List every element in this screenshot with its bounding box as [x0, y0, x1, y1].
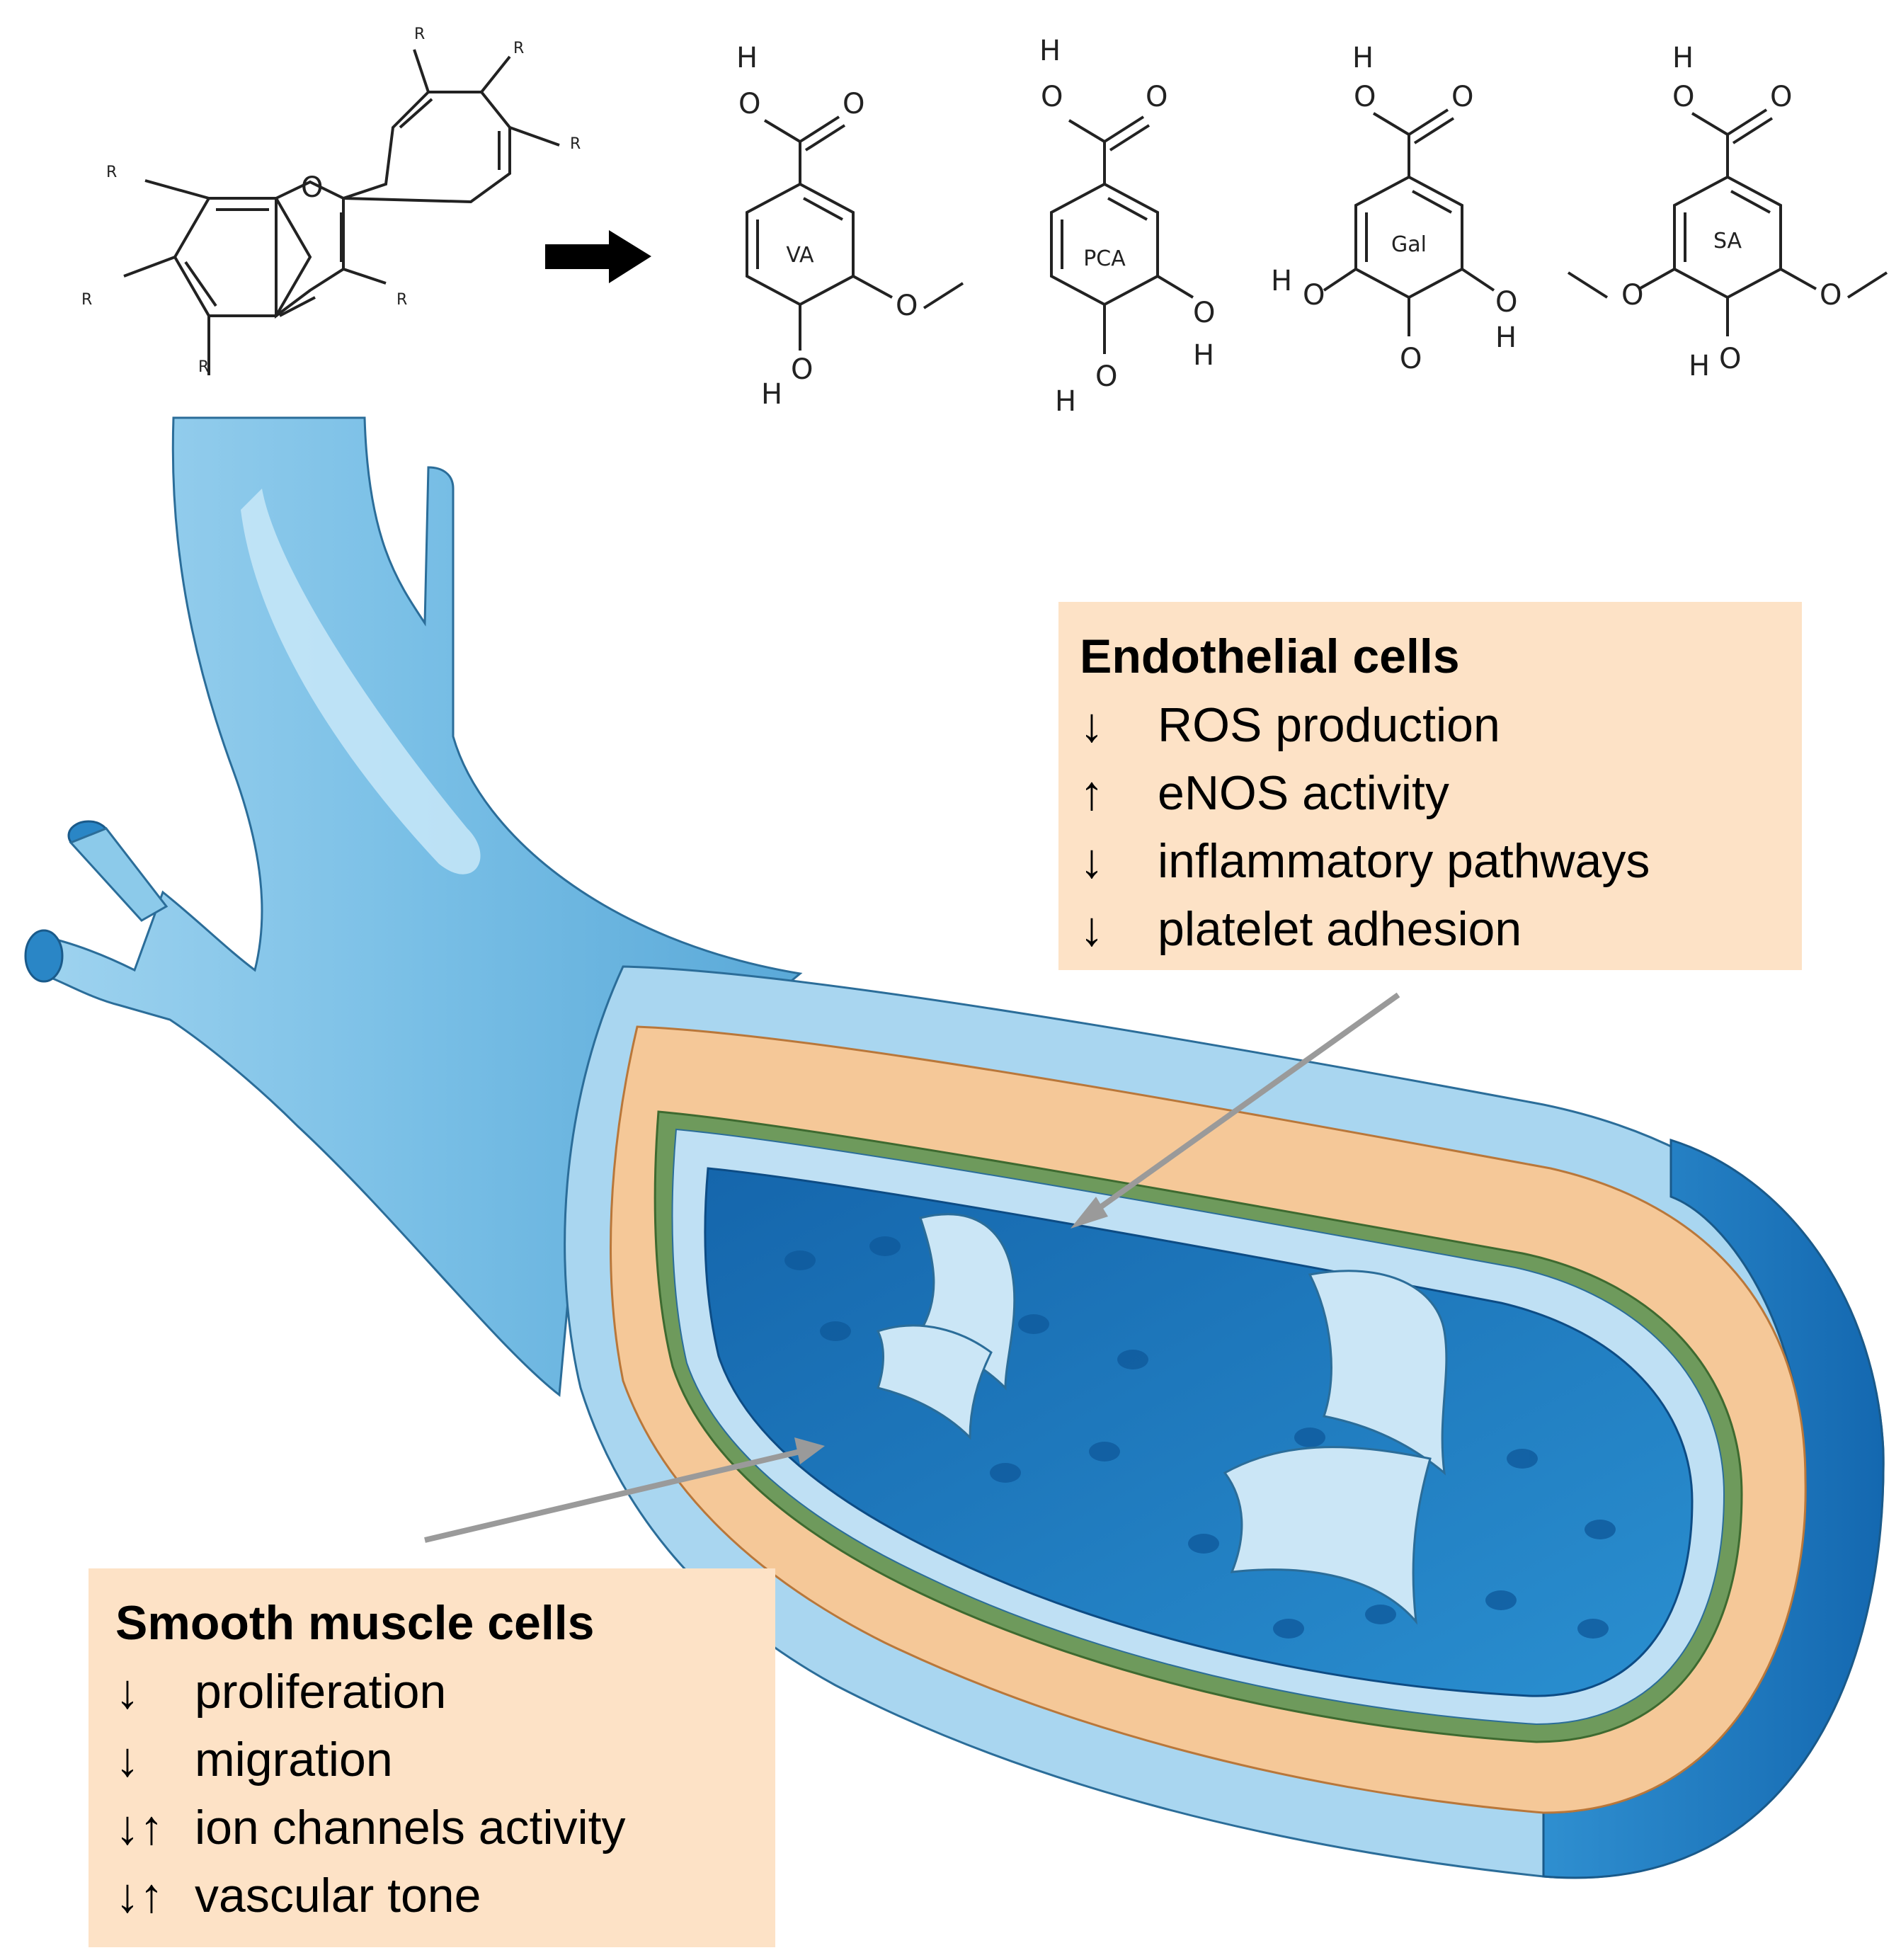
- methoxy-oxygen: O: [1621, 279, 1643, 312]
- hydroxyl-hydrogen: H: [1193, 339, 1214, 372]
- endothelial-effects-box: Endothelial cells ↓ ROS production ↑ eNO…: [1058, 602, 1802, 970]
- effect-text: vascular tone: [195, 1869, 481, 1922]
- hydroxyl-hydrogen: H: [1352, 42, 1374, 74]
- effect-text: inflammatory pathways: [1158, 834, 1650, 888]
- ring-oxygen: O: [301, 171, 323, 204]
- hydroxyl-oxygen: O: [738, 88, 760, 120]
- hydroxyl-hydrogen: H: [1039, 35, 1061, 67]
- venous-valve: [876, 1213, 1448, 1625]
- r-group-label: R: [81, 291, 92, 309]
- compound-sa-label: SA: [1713, 229, 1742, 253]
- down-arrow: ↓: [1080, 902, 1104, 956]
- compound-gal-label: Gal: [1391, 232, 1427, 257]
- side-branch: [69, 827, 169, 922]
- endothelial-title: Endothelial cells: [1080, 629, 1460, 683]
- r-group-label: R: [106, 164, 117, 181]
- carbonyl-oxygen: O: [1770, 81, 1792, 113]
- down-up-arrow: ↓↑: [115, 1869, 164, 1922]
- hydroxyl-oxygen: O: [1354, 81, 1376, 113]
- hydroxyl-hydrogen: H: [1689, 350, 1710, 382]
- up-arrow: ↑: [1080, 766, 1104, 820]
- hydroxyl-oxygen: O: [1672, 81, 1694, 113]
- effect-text: eNOS activity: [1158, 766, 1449, 820]
- hydroxyl-oxygen: O: [1095, 360, 1117, 393]
- endothelial-cell-nuclei: [784, 1236, 1616, 1639]
- anthocyanin-labels: O R R R R R R R: [81, 25, 581, 376]
- hydroxyl-hydrogen: H: [736, 42, 758, 74]
- methoxy-oxygen: O: [1820, 279, 1842, 312]
- effect-text: proliferation: [195, 1665, 447, 1719]
- hydroxyl-oxygen: O: [1719, 343, 1741, 375]
- side-branch-opening: [24, 929, 64, 983]
- gal-structure: [1323, 108, 1495, 336]
- down-arrow: ↓: [1080, 834, 1104, 888]
- hydroxyl-hydrogen: H: [1495, 321, 1517, 354]
- carbonyl-oxygen: O: [1146, 81, 1168, 113]
- effect-text: ion channels activity: [195, 1801, 626, 1854]
- pca-structure: [1050, 115, 1194, 354]
- effect-row: ↓↑ ion channels activity: [115, 1794, 748, 1862]
- effect-text: platelet adhesion: [1158, 902, 1522, 956]
- effect-row: ↓ inflammatory pathways: [1080, 827, 1781, 895]
- anthocyanin-structure: [123, 49, 560, 375]
- vessel-trunk: [33, 416, 803, 1397]
- vessel-highlight: [241, 489, 481, 874]
- endothelial-pointer: [1071, 992, 1400, 1229]
- r-group-label: R: [513, 40, 524, 57]
- down-arrow: ↓: [1080, 698, 1104, 752]
- hydroxyl-oxygen: O: [1400, 343, 1422, 375]
- hydroxyl-oxygen: O: [791, 353, 813, 386]
- compound-va-label: VA: [786, 243, 814, 268]
- effect-text: ROS production: [1158, 698, 1500, 752]
- hydroxyl-oxygen: O: [1041, 81, 1063, 113]
- effect-row: ↓ proliferation: [115, 1658, 748, 1726]
- blood-vessel-illustration: [24, 416, 1885, 1879]
- compound-pca-label: PCA: [1083, 246, 1126, 271]
- down-up-arrow: ↓↑: [115, 1801, 164, 1854]
- r-group-label: R: [396, 291, 407, 309]
- effect-row: ↓ ROS production: [1080, 691, 1781, 759]
- sa-structure: [1567, 108, 1888, 336]
- smooth-muscle-pointer: [424, 1437, 825, 1543]
- compound-atom-labels: H O O O O H H O O O H O H H O O H O O H …: [736, 35, 1842, 418]
- down-arrow: ↓: [115, 1665, 139, 1719]
- hydroxyl-oxygen: O: [1495, 286, 1517, 319]
- hydroxyl-hydrogen: H: [1271, 265, 1292, 297]
- hydroxyl-hydrogen: H: [1672, 42, 1694, 74]
- hydroxyl-hydrogen: H: [761, 378, 782, 411]
- r-group-label: R: [198, 358, 209, 376]
- hydroxyl-hydrogen: H: [1055, 385, 1076, 418]
- smooth-muscle-effects-box: Smooth muscle cells ↓ proliferation ↓ mi…: [89, 1568, 775, 1947]
- effect-row: ↓↑ vascular tone: [115, 1862, 748, 1930]
- effect-row: ↑ eNOS activity: [1080, 759, 1781, 827]
- smooth-muscle-title: Smooth muscle cells: [115, 1596, 595, 1650]
- methoxy-oxygen: O: [896, 290, 918, 322]
- hydroxyl-oxygen: O: [1193, 297, 1215, 329]
- carbonyl-oxygen: O: [843, 88, 864, 120]
- r-group-label: R: [570, 135, 581, 153]
- effect-row: ↓ platelet adhesion: [1080, 895, 1781, 963]
- hydroxyl-oxygen: O: [1303, 279, 1325, 312]
- conversion-arrow: [545, 230, 651, 283]
- effect-text: migration: [195, 1733, 393, 1787]
- down-arrow: ↓: [115, 1733, 139, 1787]
- effect-row: ↓ migration: [115, 1726, 748, 1794]
- va-structure: [746, 115, 964, 351]
- carbonyl-oxygen: O: [1451, 81, 1473, 113]
- r-group-label: R: [414, 25, 425, 43]
